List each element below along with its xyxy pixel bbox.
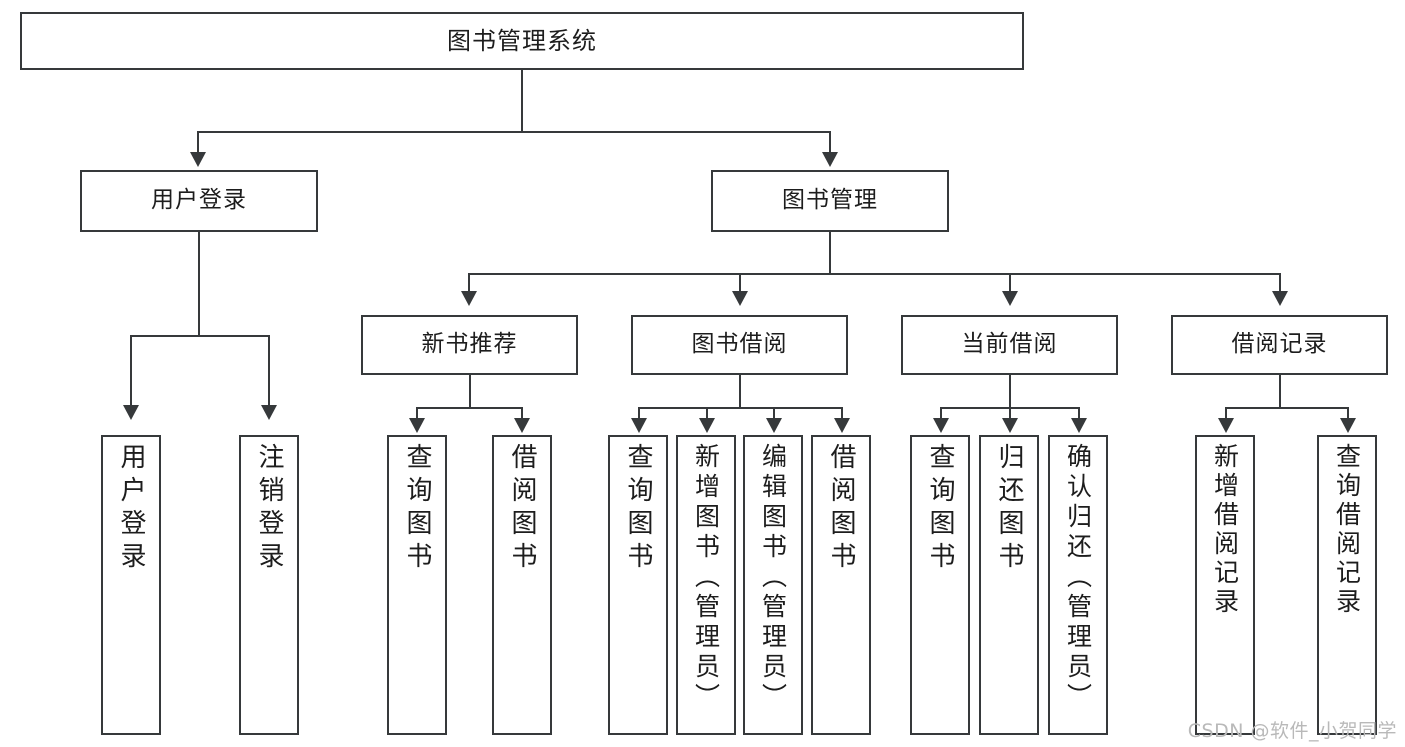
leaf-borrow-add-book-admin[interactable]: 新增图书（管理员） [676,435,736,735]
node-label: 借阅记录 [1231,331,1328,358]
leaf-current-query-book[interactable]: 查询图书 [910,435,970,735]
node-label: 新书推荐 [421,331,518,358]
leaf-current-return-book[interactable]: 归还图书 [979,435,1039,735]
connector-userlogin-bus [130,335,268,337]
arrow-record-leaf2 [1340,418,1356,433]
arrow-bookmgmt-to-borrow [732,291,748,306]
connector-current-stem [1009,375,1011,408]
connector-borrow-leaf3 [773,407,775,421]
arrow-userlogin-leaf2 [261,405,277,420]
node-label: 查询借阅记录 [1332,443,1362,617]
connector-borrow-bus [638,407,843,409]
csdn-watermark: CSDN @软件_小贺同学 [1187,720,1397,742]
connector-root-to-userlogin [197,131,199,155]
connector-borrow-stem [739,375,741,408]
connector-record-bus [1225,407,1349,409]
connector-record-leaf2 [1347,407,1349,421]
connector-current-leaf2 [1009,407,1011,421]
leaf-record-query-record[interactable]: 查询借阅记录 [1317,435,1377,735]
connector-bookmgmt-stem [829,232,831,274]
connector-root-stem [521,70,523,132]
connector-bookmgmt-to-newbook [468,273,470,293]
node-book-management[interactable]: 图书管理 [711,170,949,232]
arrow-borrow-leaf1 [631,418,647,433]
node-user-login[interactable]: 用户登录 [80,170,318,232]
node-label: 查询图书 [402,443,432,575]
node-label: 归还图书 [994,443,1024,575]
connector-bookmgmt-to-borrow [739,273,741,293]
connector-borrow-leaf4 [841,407,843,421]
leaf-borrow-query-book[interactable]: 查询图书 [608,435,668,735]
arrow-bookmgmt-to-newbook [461,291,477,306]
arrow-bookmgmt-to-current [1002,291,1018,306]
connector-current-leaf3 [1078,407,1080,421]
node-label: 注销登录 [254,443,284,575]
node-label: 编辑图书（管理员） [758,443,788,713]
arrow-current-leaf1 [933,418,949,433]
node-label: 当前借阅 [961,331,1058,358]
node-label: 借阅图书 [826,443,856,575]
arrow-root-to-bookmgmt [822,152,838,167]
leaf-user-login[interactable]: 用户登录 [101,435,161,735]
node-label: 新增图书（管理员） [691,443,721,713]
connector-bookmgmt-bus [468,273,1280,275]
leaf-newbook-borrow-book[interactable]: 借阅图书 [492,435,552,735]
connector-borrow-leaf2 [706,407,708,421]
connector-newbook-bus [416,407,523,409]
node-label: 确认归还（管理员） [1063,443,1093,713]
connector-userlogin-leaf2 [268,335,270,407]
connector-newbook-stem [469,375,471,408]
node-borrow-record[interactable]: 借阅记录 [1171,315,1388,375]
connector-newbook-leaf2 [521,407,523,421]
connector-bookmgmt-to-current [1009,273,1011,293]
node-label: 用户登录 [151,187,247,214]
connector-userlogin-stem [198,232,200,336]
node-label: 借阅图书 [507,443,537,575]
connector-current-leaf1 [940,407,942,421]
leaf-current-confirm-return-admin[interactable]: 确认归还（管理员） [1048,435,1108,735]
node-new-book-recommend[interactable]: 新书推荐 [361,315,578,375]
node-label: 新增借阅记录 [1210,443,1240,617]
node-label: 查询图书 [925,443,955,575]
arrow-current-leaf3 [1071,418,1087,433]
connector-root-bus [197,131,830,133]
connector-userlogin-leaf1 [130,335,132,407]
node-label: 用户登录 [116,443,146,575]
node-label: 图书管理系统 [447,26,597,55]
arrow-root-to-userlogin [190,152,206,167]
connector-newbook-leaf1 [416,407,418,421]
arrow-borrow-leaf3 [766,418,782,433]
node-label: 图书管理 [782,187,878,214]
node-current-borrow[interactable]: 当前借阅 [901,315,1118,375]
leaf-borrow-edit-book-admin[interactable]: 编辑图书（管理员） [743,435,803,735]
arrow-borrow-leaf4 [834,418,850,433]
leaf-logout[interactable]: 注销登录 [239,435,299,735]
leaf-record-add-record[interactable]: 新增借阅记录 [1195,435,1255,735]
connector-borrow-leaf1 [638,407,640,421]
connector-root-to-bookmgmt [829,131,831,155]
connector-record-leaf1 [1225,407,1227,421]
arrow-record-leaf1 [1218,418,1234,433]
connector-bookmgmt-to-record [1279,273,1281,293]
arrow-userlogin-leaf1 [123,405,139,420]
leaf-newbook-query-book[interactable]: 查询图书 [387,435,447,735]
connector-record-stem [1279,375,1281,408]
node-root-system[interactable]: 图书管理系统 [20,12,1024,70]
node-label: 图书借阅 [691,331,788,358]
arrow-bookmgmt-to-record [1272,291,1288,306]
leaf-borrow-borrow-book[interactable]: 借阅图书 [811,435,871,735]
node-book-borrow[interactable]: 图书借阅 [631,315,848,375]
arrow-newbook-leaf1 [409,418,425,433]
arrow-newbook-leaf2 [514,418,530,433]
arrow-borrow-leaf2 [699,418,715,433]
arrow-current-leaf2 [1002,418,1018,433]
node-label: 查询图书 [623,443,653,575]
